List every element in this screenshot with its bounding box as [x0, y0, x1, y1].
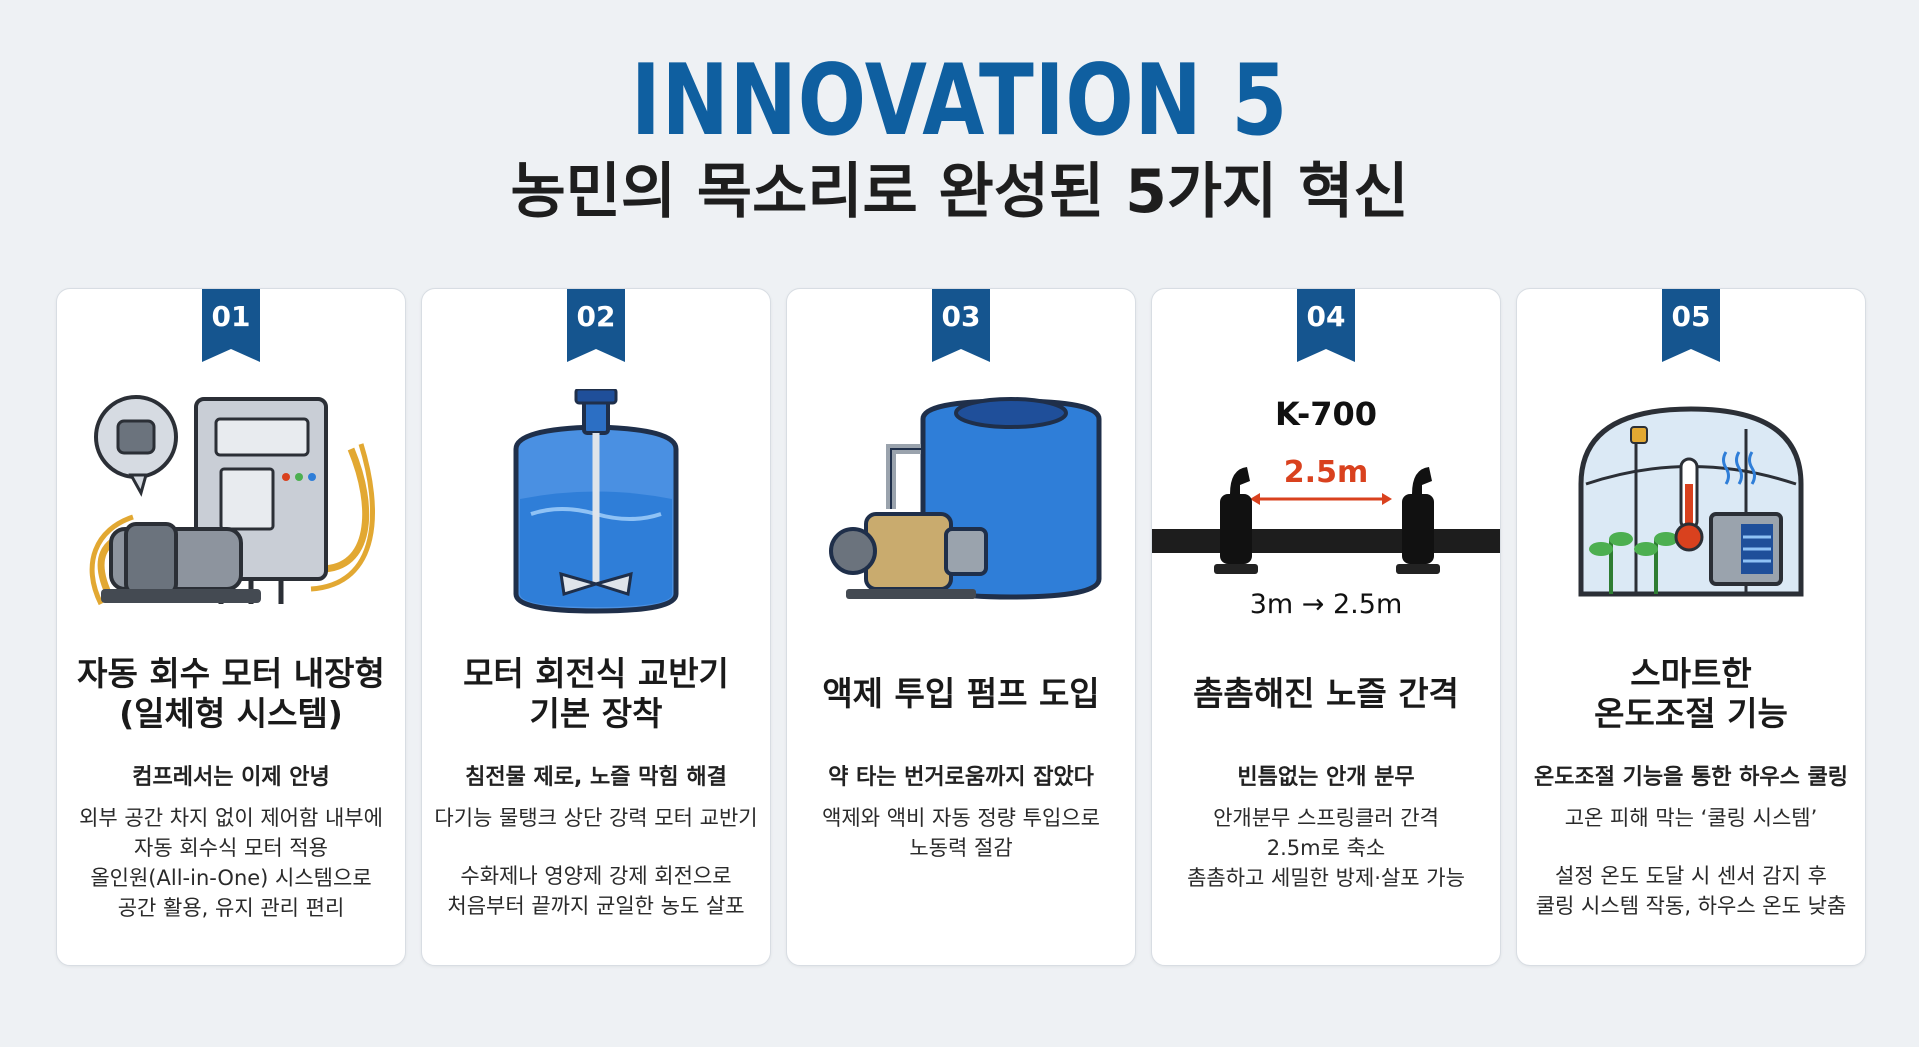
- nozzle-pipe-icon: [1152, 389, 1500, 619]
- mixing-tank-icon: [436, 387, 756, 619]
- card-number: 03: [941, 300, 981, 333]
- card-title: 액제 투입 펌프 도입: [822, 674, 1100, 713]
- number-ribbon: 01: [202, 289, 260, 362]
- innovation-card-03: 03 액제 투입 펌프 도입 약 타는 번거로움까지 잡았다 액제와 액비 자동…: [786, 288, 1136, 966]
- card-number: 01: [211, 300, 251, 333]
- number-ribbon: 02: [567, 289, 625, 362]
- innovation-card-01: 01: [56, 288, 406, 966]
- liquid-pump-tank-icon: [801, 389, 1121, 619]
- card-title: 자동 회수 모터 내장형(일체형 시스템): [77, 654, 385, 733]
- nozzle-distance: 2.5m: [1283, 455, 1369, 490]
- page-title: INNOVATION 5: [630, 44, 1289, 158]
- card-title: 촘촘해진 노즐 간격: [1193, 674, 1459, 713]
- card-number: 04: [1306, 300, 1346, 333]
- model-label: K-700: [1274, 395, 1378, 433]
- number-ribbon: 05: [1662, 289, 1720, 362]
- card-subtitle: 침전물 제로, 노즐 막힘 해결: [465, 765, 727, 790]
- page-subtitle: 농민의 목소리로 완성된 5가지 혁신: [510, 157, 1409, 227]
- number-ribbon: 03: [932, 289, 990, 362]
- interval-change: 3m → 2.5m: [1249, 589, 1403, 620]
- number-ribbon: 04: [1297, 289, 1355, 362]
- card-subtitle: 컴프레서는 이제 안녕: [132, 765, 330, 790]
- motor-control-box-icon: [71, 389, 391, 619]
- innovation-cards: 01: [56, 288, 1866, 966]
- card-description: 다기능 물탱크 상단 강력 모터 교반기: [434, 806, 758, 830]
- card-number: 05: [1671, 300, 1711, 333]
- card-subtitle: 온도조절 기능을 통한 하우스 쿨링: [1534, 765, 1848, 790]
- smart-greenhouse-icon: [1531, 389, 1851, 619]
- card-number: 02: [576, 300, 616, 333]
- innovation-card-05: 05: [1516, 288, 1866, 966]
- card-description: 고온 피해 막는 ‘쿨링 시스템’: [1564, 806, 1818, 830]
- innovation-card-04: 04 K-700 2.5m 3m → 2.: [1151, 288, 1501, 966]
- card-subtitle: 약 타는 번거로움까지 잡았다: [828, 765, 1094, 790]
- card-subtitle: 빈틈없는 안개 분무: [1237, 765, 1415, 790]
